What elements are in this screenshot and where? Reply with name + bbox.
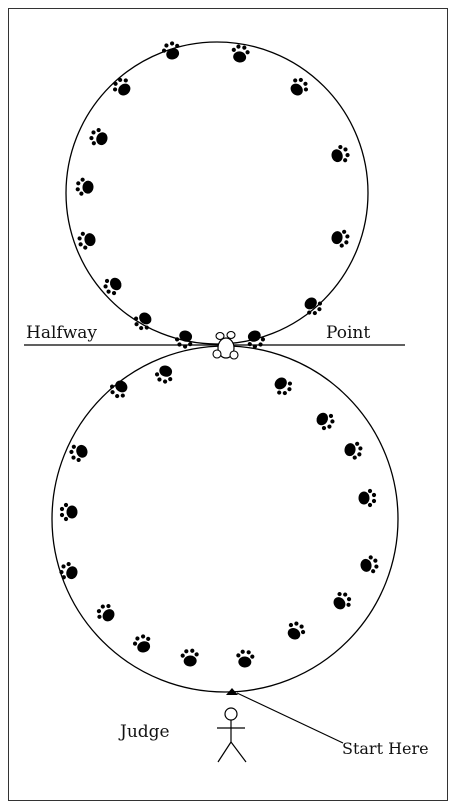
paw-print-icon xyxy=(230,43,251,63)
paw-print-icon xyxy=(300,293,325,318)
halfway-label: Halfway xyxy=(26,325,97,342)
paw-print-icon xyxy=(57,560,80,583)
paw-print-icon xyxy=(330,228,350,249)
paw-print-icon xyxy=(283,619,308,643)
paw-print-icon xyxy=(180,648,200,667)
paw-print-icon xyxy=(153,363,176,386)
paw-print-icon xyxy=(60,503,78,521)
paw-print-icon xyxy=(313,408,337,433)
paw-print-icon xyxy=(343,440,363,461)
paw-print-icon xyxy=(286,74,311,99)
judge-label: Judge xyxy=(120,724,170,741)
point-label: Point xyxy=(326,325,370,342)
paw-print-icon xyxy=(75,177,94,197)
top-circle xyxy=(66,42,368,344)
paw-print-icon xyxy=(359,554,379,575)
paw-print-icon xyxy=(359,489,377,507)
paw-print-icon xyxy=(270,373,295,398)
paw-print-icon xyxy=(235,649,255,668)
paw-print-icon xyxy=(87,126,110,149)
paw-print-icon xyxy=(329,143,352,166)
start-leader-line xyxy=(237,693,343,743)
paw-print-icon xyxy=(173,328,196,351)
paw-print-icon xyxy=(93,601,118,626)
paw-print-icon xyxy=(110,74,135,99)
stick-figure-icon xyxy=(217,708,246,762)
paw-print-icon xyxy=(131,632,154,655)
paw-print-icon xyxy=(160,39,183,62)
start-here-label: Start Here xyxy=(342,741,429,757)
paw-print-icon xyxy=(76,230,96,251)
paw-print-icon xyxy=(67,441,90,464)
paw-print-icon xyxy=(329,589,354,614)
bottom-circle xyxy=(52,346,398,692)
